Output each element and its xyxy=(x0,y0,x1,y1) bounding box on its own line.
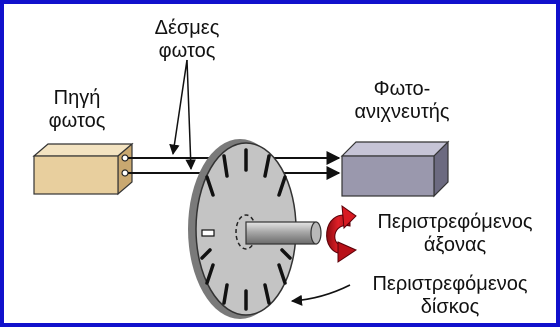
beams-label-line2: φωτος xyxy=(159,40,216,62)
detector-label-line2: ανιχνευτής xyxy=(354,101,449,123)
detector-label-line1: Φωτο- xyxy=(374,78,431,100)
disk-pointer-line xyxy=(290,284,351,306)
beam-pointer-lines xyxy=(169,59,196,171)
source-label-line1: Πηγή xyxy=(54,87,101,109)
shaft-label-line2: άξονας xyxy=(424,234,487,256)
light-source-box xyxy=(32,142,134,196)
disk-label-line1: Περιστρεφόμενος xyxy=(372,273,527,295)
shaft-label-line1: Περιστρεφόμενος xyxy=(377,211,532,233)
photodetector-box xyxy=(340,140,450,198)
diagram-canvas: Δέσμες φωτος Πηγή φωτος Φωτο- ανιχνευτής… xyxy=(32,17,533,319)
rotation-arrow-icon xyxy=(326,204,358,263)
disk-label-line2: δίσκος xyxy=(421,296,480,318)
disk-slots xyxy=(200,148,292,311)
rotating-shaft xyxy=(245,221,322,245)
source-label-line2: φωτος xyxy=(49,110,106,132)
beams-label-line1: Δέσμες xyxy=(155,17,220,39)
